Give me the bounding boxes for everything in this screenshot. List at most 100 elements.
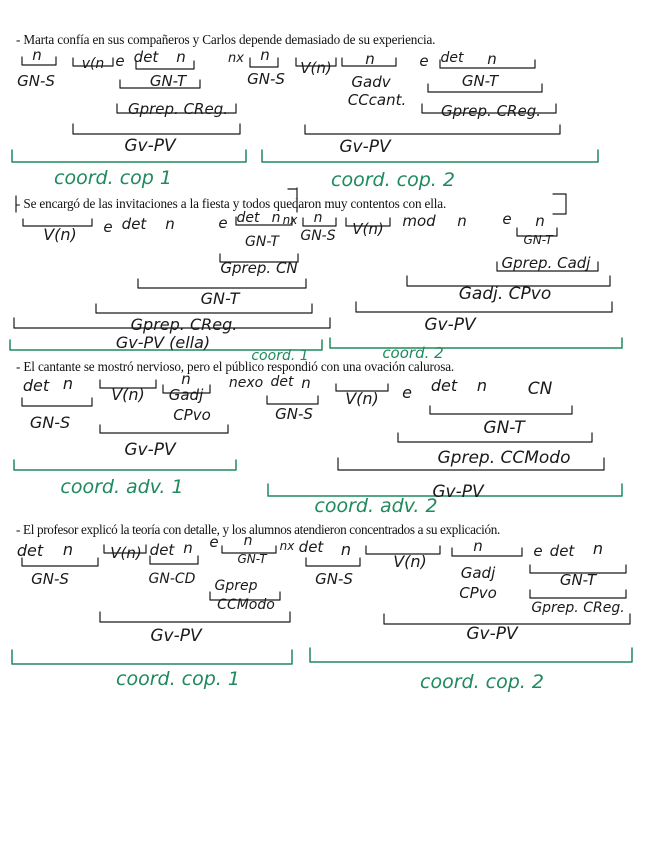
s3-word: CN (528, 379, 553, 399)
s1-word: nx (228, 51, 244, 66)
s3-label: GN-S (275, 405, 313, 423)
s1-label: GN-T (462, 72, 500, 90)
s4-label: GN-T (560, 571, 598, 589)
s3-label: CPvo (173, 406, 211, 424)
s4-label: Gprep. CReg. (531, 600, 624, 616)
s1-word: V(n) (300, 59, 331, 77)
s4-word: n (244, 533, 253, 549)
s2-word: e (103, 218, 112, 236)
s2-word: e (218, 214, 227, 232)
s2-label: GN-T (201, 289, 241, 308)
s3-label: GN-T (483, 418, 526, 438)
s1-coord-label: coord. cop 1 (54, 167, 172, 189)
s3-word: V(n) (111, 385, 145, 404)
s4-label: GN-S (315, 570, 353, 588)
s1-word: e (115, 52, 124, 70)
s4-word: det (299, 538, 325, 556)
s2-word: n (165, 215, 175, 233)
s2-coord-label: coord. 1 (251, 348, 308, 364)
s4-pv-label: Gv-PV (466, 624, 519, 644)
s1-coord-label: coord. cop. 2 (331, 169, 455, 191)
s4-word: n (341, 540, 351, 559)
s3-label: Gadj (169, 386, 204, 404)
s2-word: n (272, 210, 281, 226)
s3-coord-label: coord. adv. 1 (60, 476, 183, 498)
s1-label: Gadv (351, 73, 391, 91)
s2-coord-label: coord. 2 (382, 344, 443, 362)
s2-word: n (535, 212, 545, 230)
s3-label: Gprep. CCModo (437, 448, 570, 468)
s2-label: Gadj. CPvo (459, 284, 552, 304)
s2-word: V(n) (43, 225, 77, 244)
s3-word: n (477, 376, 487, 395)
s4-label: CPvo (459, 584, 497, 602)
s4-word: V(n) (393, 552, 427, 571)
s3-word: n (181, 370, 191, 388)
sentence-2: - Se encargó de las invitaciones a la fi… (16, 196, 447, 211)
s1-word: n (176, 48, 186, 66)
s3-word: det (431, 376, 458, 395)
s2-label: GN-T (245, 234, 280, 250)
s1-pv-label: Gv-PV (124, 136, 177, 156)
s2-word: e (502, 210, 511, 228)
s4-word: n (183, 539, 193, 557)
s4-label: GN-CD (149, 571, 196, 587)
s1-word: n (487, 50, 497, 68)
s4-label: Gprep (215, 578, 258, 594)
s1-label: GN-S (247, 70, 285, 88)
s4-word: n (63, 540, 73, 559)
s4-word: nx (280, 539, 296, 553)
annotations-sentence-1: n v(n e det n nx n V(n) n e det n GN-S G… (11, 46, 599, 191)
s4-label: Gadj (461, 564, 496, 582)
s2-label: Gprep. CReg. (131, 315, 238, 334)
s4-label: CCModo (217, 597, 275, 613)
s1-label: GN-S (17, 72, 55, 90)
sentence-4: - El profesor explicó la teoría con deta… (16, 522, 500, 537)
s3-word: n (63, 374, 73, 393)
s2-word: mod (402, 212, 436, 230)
s2-label: Gprep. CN (220, 259, 297, 277)
s3-word: e (402, 383, 412, 402)
s2-label: GN-T (523, 233, 554, 247)
sentence-1: - Marta confía en sus compañeros y Carlo… (16, 32, 436, 47)
s4-word: det (17, 541, 44, 560)
s2-word: n (457, 212, 467, 230)
s3-word: nexo (229, 375, 263, 391)
s3-word: V(n) (345, 389, 379, 408)
s1-label: Gprep. CReg. (128, 100, 228, 118)
annotations-sentence-2: V(n) e det n e det n nx n V(n) mod n e n… (9, 187, 623, 364)
s1-word: det (134, 48, 160, 66)
s4-word: det (150, 541, 176, 559)
s2-pv-label: Gv-PV (ella) (116, 333, 210, 352)
s2-word: nx (283, 213, 299, 227)
s2-word: V(n) (352, 220, 383, 238)
s1-word: e (419, 52, 428, 70)
annotations-sentence-4: det n V(n) det n e n nx det n V(n) n e d… (11, 533, 633, 693)
s2-label: GN-S (300, 228, 335, 244)
s4-word: e (209, 533, 218, 551)
s1-word: n (365, 50, 375, 68)
s2-pv-label: Gv-PV (424, 315, 477, 335)
s4-label: GN-S (31, 570, 69, 588)
s2-label: Gprep. Cadj (502, 254, 592, 272)
s4-word: n (593, 539, 603, 558)
s4-word: n (473, 537, 483, 555)
s4-pv-label: Gv-PV (150, 626, 203, 646)
s4-word: det (550, 542, 576, 560)
s2-word: det (237, 210, 261, 226)
s2-word: det (122, 215, 148, 233)
s1-label: CCcant. (348, 91, 407, 109)
s1-word: det (441, 50, 465, 66)
s3-coord-label: coord. adv. 2 (314, 495, 437, 517)
s4-coord-label: coord. cop. 2 (420, 671, 544, 693)
annotations-sentence-3: det n V(n) n nexo det n V(n) e det n CN … (13, 370, 623, 517)
s3-word: det (271, 374, 295, 390)
s4-word: V(n) (110, 544, 141, 562)
s2-word: n (314, 210, 323, 226)
s4-label: GN-T (237, 552, 268, 566)
s3-pv-label: Gv-PV (124, 440, 177, 460)
s3-label: GN-S (30, 413, 70, 432)
s1-label: GN-T (150, 72, 188, 90)
